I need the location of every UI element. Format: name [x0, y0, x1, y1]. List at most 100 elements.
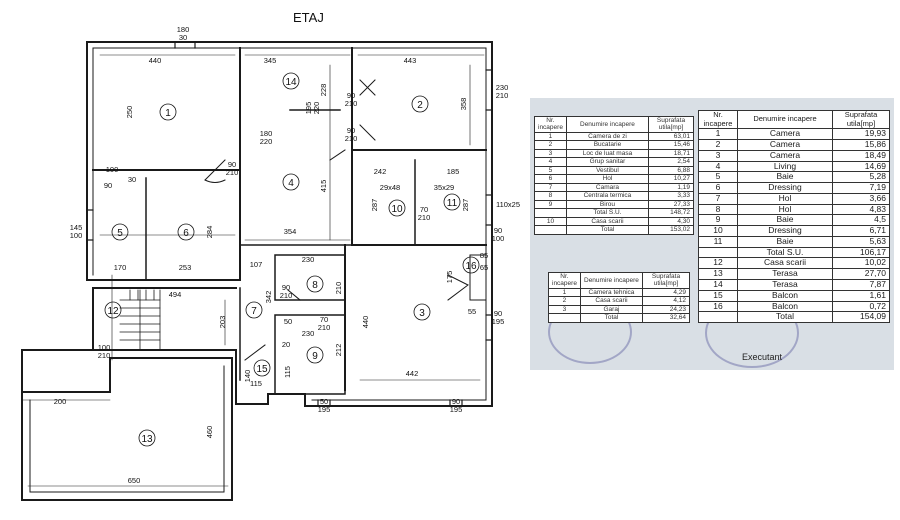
table-cell: 3,33	[648, 191, 694, 201]
table-cell: 1,19	[648, 182, 694, 193]
table-cell: 18,49	[832, 149, 890, 162]
room-marker-10: 10	[388, 199, 406, 217]
dim-label: 442	[406, 369, 419, 378]
dim-label: 345	[264, 56, 277, 65]
door-swing	[359, 79, 376, 96]
room-marker-7: 7	[245, 301, 263, 319]
table-cell: 16	[698, 300, 738, 313]
room-marker-11: 11	[443, 193, 461, 211]
table-cell: Hol	[565, 174, 650, 184]
table-cell: 2,54	[648, 157, 694, 167]
inner-wall	[274, 314, 346, 395]
svg-text:13: 13	[141, 434, 153, 445]
dim-label: 284	[205, 226, 214, 239]
col-header: Denumire incapere	[579, 272, 644, 289]
dim-label: 175	[445, 271, 454, 284]
table-cell: 8	[534, 191, 567, 201]
room-marker-13: 13	[138, 429, 156, 447]
col-header: Suprafata utila[mp]	[648, 116, 694, 133]
table-cell: Balcon	[737, 300, 833, 313]
dim-label: 210	[334, 282, 343, 295]
svg-text:10: 10	[391, 204, 403, 215]
dim-label: 230	[302, 329, 315, 338]
table-cell: Total	[737, 311, 833, 324]
dim-label: 358	[459, 98, 468, 111]
col-header: Suprafata utila[mp]	[642, 272, 690, 289]
table-cell: 4,12	[642, 296, 690, 306]
table-cell: 0,72	[832, 300, 890, 313]
dim-label: 494	[169, 290, 182, 299]
table-cell: 154,09	[832, 311, 890, 324]
table-cell: 32,64	[642, 313, 690, 323]
col-header: Denumire incapere	[565, 116, 650, 133]
table-cell: 8	[698, 203, 738, 216]
table-cell: 11	[698, 235, 738, 248]
table-cell: 5,28	[832, 171, 890, 184]
dim-label: 170	[114, 263, 127, 272]
table-cell: 18,71	[648, 148, 694, 159]
table-cell: 10,02	[832, 257, 890, 270]
dim-label: 35x29	[434, 183, 454, 192]
table-cell: 27,70	[832, 268, 890, 280]
dim-label: 85	[480, 251, 488, 260]
table-cell: Camera de zi	[565, 131, 650, 142]
table-cell: Terasa	[737, 278, 833, 291]
dim-label: 90	[104, 181, 112, 190]
table-cell: 153,02	[648, 225, 694, 235]
table-cell: 1	[548, 287, 581, 298]
table-cell: 6,88	[648, 165, 694, 176]
door-swing	[244, 344, 266, 361]
col-header: Nr. incapere	[698, 109, 738, 130]
room-marker-15: 15	[253, 359, 271, 377]
table-cell: Total S.U.	[565, 208, 650, 218]
svg-text:1: 1	[165, 108, 171, 119]
dim-label: 200	[54, 397, 67, 406]
door-swing	[359, 124, 376, 141]
svg-text:16: 16	[465, 261, 477, 272]
table-cell: Baie	[737, 214, 833, 227]
dim-label: 415	[319, 180, 328, 193]
table-cell	[534, 208, 567, 218]
col-header: Nr. incapere	[534, 116, 567, 133]
table-cell: Camara	[565, 182, 650, 193]
table-cell: Bucatarie	[565, 140, 650, 150]
table-cell: 4,83	[832, 203, 890, 216]
staircase	[119, 289, 161, 351]
table-cell: Loc de luat masa	[565, 148, 650, 159]
svg-text:4: 4	[288, 178, 294, 189]
table-row: Total S.U.106,17	[698, 246, 890, 259]
table-cell: 106,17	[832, 246, 890, 259]
terrace-outline	[21, 354, 233, 501]
door-swing	[447, 274, 469, 301]
outer-wall	[21, 41, 493, 501]
table-cell: Terasa	[737, 268, 833, 280]
table-cell: 7,19	[832, 182, 890, 194]
table-cell: Baie	[737, 235, 833, 248]
dim-label: 342	[264, 291, 273, 304]
svg-text:7: 7	[251, 306, 257, 317]
table-ground-floor: Nr. incapere Denumire incapere Suprafata…	[534, 116, 694, 235]
table-cell: 1	[534, 131, 567, 142]
table-cell: 10	[698, 225, 738, 237]
table-cell: 6	[534, 174, 567, 184]
svg-text:14: 14	[285, 77, 297, 88]
